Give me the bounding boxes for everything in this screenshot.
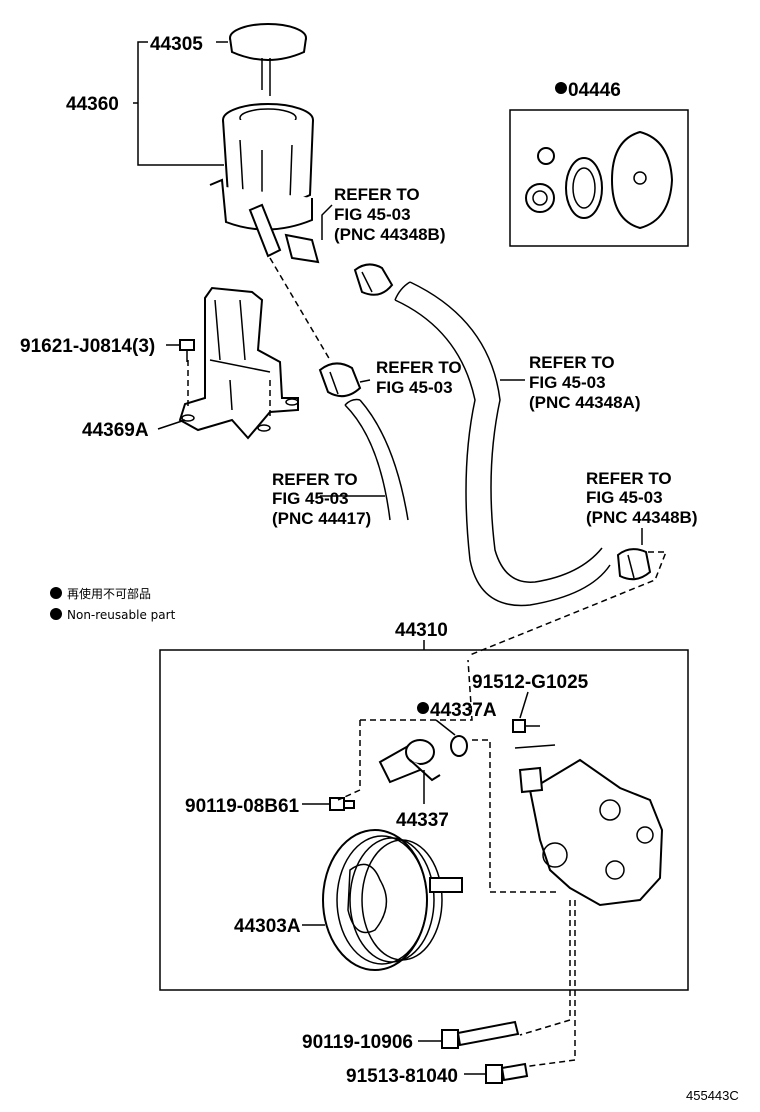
refer-line: (PNC 44348B): [334, 225, 446, 244]
refer-line: (PNC 44348B): [586, 508, 698, 527]
label-91513-81040: 91513-81040: [346, 1066, 458, 1087]
legend: 再使用不可部品 Non-reusable part: [50, 586, 176, 622]
reservoir-outlet-pipe: [248, 203, 331, 361]
refer-line: FIG 45-03: [376, 378, 453, 397]
pump-dashed-paths: [337, 659, 576, 1071]
refer-line: (PNC 44348A): [529, 393, 641, 412]
reservoir-tank: [209, 103, 314, 231]
refer-callout-return-hose: REFER TO FIG 45-03 (PNC 44417): [272, 470, 371, 528]
pump-bolt-long: [441, 1020, 520, 1049]
refer-callout-reservoir-hose: REFER TO FIG 45-03 (PNC 44348B): [334, 185, 446, 244]
label-90119-08b61: 90119-08B61: [185, 796, 300, 817]
refer-line: FIG 45-03: [334, 205, 411, 224]
refer-callout-lower-clamp: REFER TO FIG 45-03 (PNC 44348B): [586, 469, 698, 527]
non-reusable-marker-44337a: [417, 702, 429, 714]
return-hose: [344, 398, 409, 521]
pump-bolt-short: [485, 1062, 529, 1084]
label-91512-g1025: 91512-G1025: [472, 672, 589, 693]
pulley: [322, 829, 463, 971]
o-ring: [450, 735, 468, 757]
label-91621-j0814: 91621-J0814(3): [20, 336, 155, 357]
label-04446: 04446: [568, 80, 621, 101]
refer-callout-middle-clamp: REFER TO FIG 45-03: [376, 358, 462, 397]
refer-line: REFER TO: [272, 470, 358, 489]
figure-code: 455443C: [686, 1088, 739, 1103]
legend-marker: [50, 608, 62, 620]
hose-clamp-upper: [353, 263, 394, 296]
refer-line: REFER TO: [334, 185, 420, 204]
non-reusable-marker-04446: [555, 82, 567, 94]
suction-port-union: [378, 739, 441, 784]
suction-hose: [394, 281, 611, 607]
label-44303a: 44303A: [234, 916, 301, 937]
bracket-bolt: [179, 339, 195, 362]
label-44369a: 44369A: [82, 420, 149, 441]
refer-line: FIG 45-03: [272, 489, 349, 508]
reservoir-cap: [229, 23, 307, 96]
refer-line: (PNC 44417): [272, 509, 371, 528]
label-44305: 44305: [150, 34, 203, 55]
refer-line: FIG 45-03: [529, 373, 606, 392]
refer-line: REFER TO: [376, 358, 462, 377]
refer-line: REFER TO: [529, 353, 615, 372]
legend-marker: [50, 587, 62, 599]
leader-lines: [133, 41, 643, 1075]
hose-clamp-lower: [469, 548, 668, 656]
pump-body: [514, 744, 664, 907]
pump-assembly-box: [159, 640, 689, 991]
legend-jp: 再使用不可部品: [67, 586, 151, 601]
reservoir-bracket: [178, 286, 299, 440]
union-bolt: [329, 797, 355, 811]
refer-line: REFER TO: [586, 469, 672, 488]
pump-mount-bolt-small: [512, 719, 540, 733]
refer-callout-suction-hose: REFER TO FIG 45-03 (PNC 44348A): [529, 353, 641, 412]
legend-en: Non-reusable part: [67, 608, 176, 622]
hose-clamp-middle: [318, 362, 362, 398]
refer-line: FIG 45-03: [586, 488, 663, 507]
label-44337: 44337: [396, 810, 449, 831]
label-44360: 44360: [66, 94, 119, 115]
repair-kit-box: [509, 109, 689, 247]
label-44337a: 44337A: [430, 700, 497, 721]
label-90119-10906: 90119-10906: [302, 1032, 413, 1053]
label-44310: 44310: [395, 620, 448, 641]
